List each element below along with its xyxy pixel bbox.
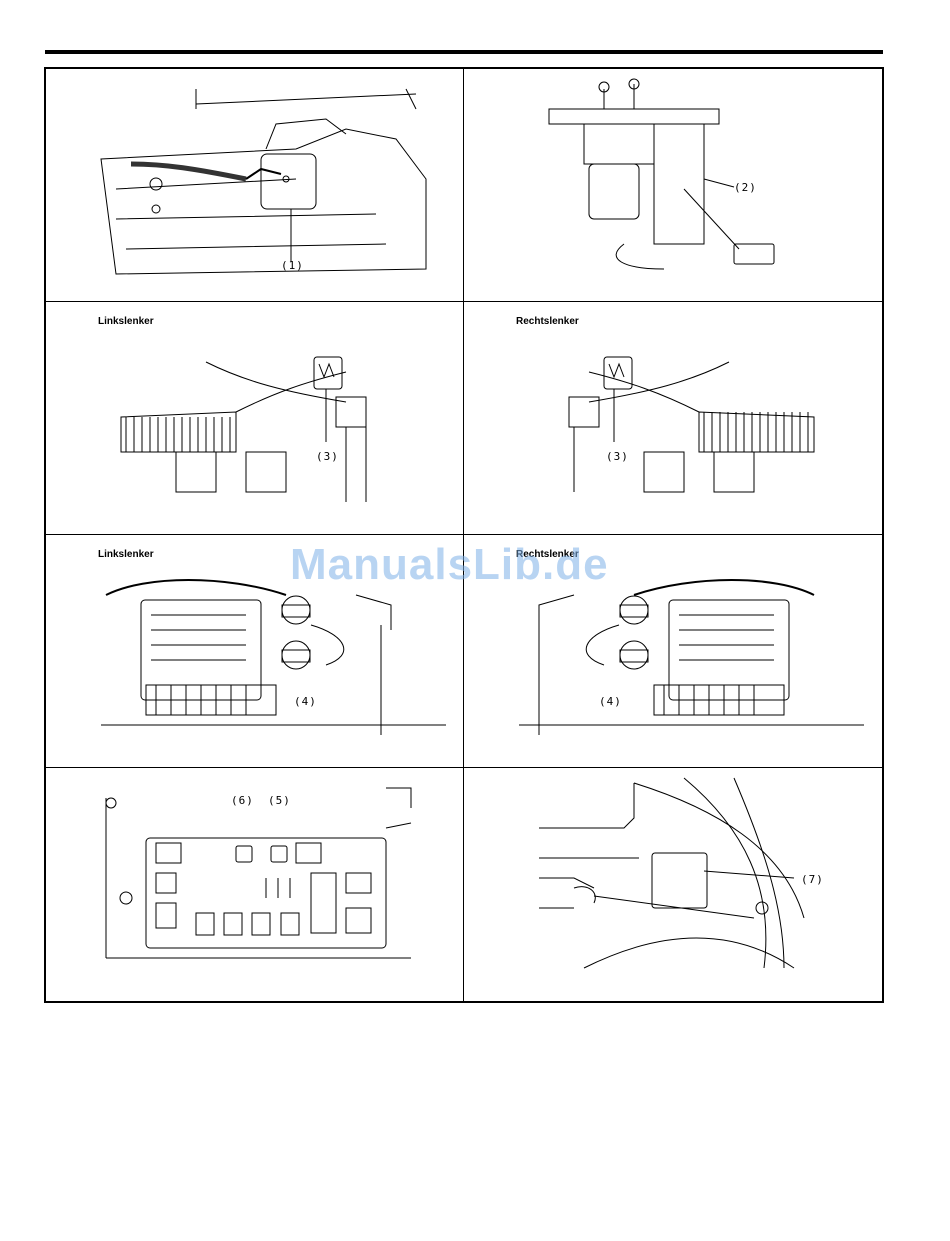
panel-fuel-pump-2: (2): [464, 69, 882, 302]
callout-label: (2): [734, 181, 757, 194]
engine-sensor-illustration: [46, 69, 464, 302]
callout-label: (7): [801, 873, 824, 886]
panel-rhd-connector-3: Rechtslenker (3): [464, 302, 882, 535]
callout-label: (1): [281, 259, 304, 272]
panel-component-7: (7): [464, 768, 882, 1001]
relay-box-illustration: [46, 768, 464, 1001]
callout-label: (5): [268, 794, 291, 807]
lhd-connector-illustration: [46, 302, 464, 535]
panel-lhd-connector-3: Linkslenker (3): [46, 302, 464, 535]
watermark: ManualsLib.de: [290, 540, 609, 590]
callout-label: (3): [316, 450, 339, 463]
fuel-pump-illustration: [464, 69, 882, 302]
callout-label: (3): [606, 450, 629, 463]
header-rule: [45, 50, 883, 54]
panel-relay-box-5-6: (6) (5): [46, 768, 464, 1001]
illustration-grid: (1) (2) Linkslenker: [44, 67, 884, 1003]
panel-sensor-1: (1): [46, 69, 464, 302]
rhd-connector-illustration: [464, 302, 882, 535]
callout-label: (4): [294, 695, 317, 708]
callout-label: (4): [599, 695, 622, 708]
callout-label: (6): [231, 794, 254, 807]
